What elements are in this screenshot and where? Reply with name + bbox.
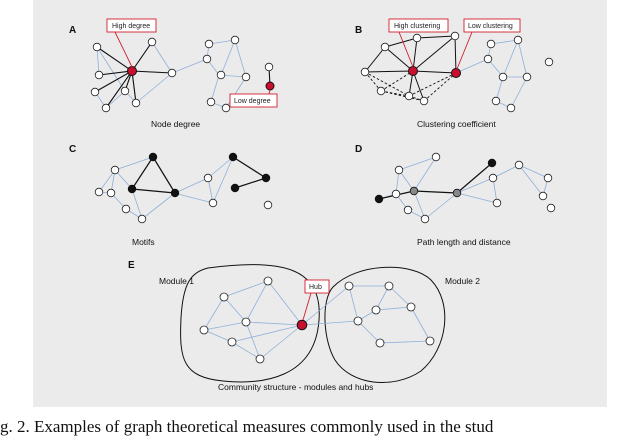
graph-strong-edges	[94, 41, 271, 109]
annotation-hub: Hub	[302, 279, 330, 321]
graph-edges	[203, 280, 431, 360]
hub-node	[296, 319, 308, 331]
graph-dashed-edges	[364, 70, 457, 102]
motif-nodes	[127, 152, 271, 198]
panel-letter: E	[128, 260, 135, 271]
module-1-label: Module 1	[159, 276, 194, 286]
annotation-high-degree: High degree	[106, 18, 157, 68]
high-degree-node	[127, 66, 137, 76]
annotation-label: Hub	[309, 284, 322, 291]
annotation-high-clustering: High clustering	[388, 18, 449, 68]
panel-b: B High clustering Low clustering	[355, 18, 554, 129]
path-nodes	[374, 158, 497, 204]
low-degree-node	[265, 81, 275, 91]
module-2-label: Module 2	[445, 276, 480, 286]
graph-strong-edges	[131, 156, 267, 194]
annotation-low-degree: Low degree	[229, 89, 278, 108]
panel-letter: C	[69, 144, 76, 155]
annotation-label: High clustering	[394, 23, 440, 30]
high-clustering-node	[408, 66, 418, 76]
panel-e: E Module 1 Module 2 Hub Community struct…	[128, 260, 480, 392]
low-clustering-node	[451, 68, 461, 78]
panel-caption: Path length and distance	[417, 237, 511, 247]
panel-caption: Motifs	[132, 237, 155, 247]
panel-caption: Node degree	[151, 119, 200, 129]
annotation-label: Low degree	[234, 98, 271, 105]
graph-nodes	[94, 165, 273, 224]
figure-caption: g. 2. Examples of graph theoretical meas…	[0, 417, 494, 436]
graph-nodes	[90, 35, 274, 113]
graph-nodes	[199, 276, 435, 364]
figure-panel: A High degree Low degree Node degree	[33, 0, 607, 407]
graph-edges	[455, 39, 550, 109]
annotation-low-clustering: Low clustering	[456, 18, 521, 70]
panel-caption: Clustering coefficient	[417, 119, 496, 129]
panel-a: A High degree Low degree Node degree	[69, 18, 278, 129]
annotation-label: Low clustering	[468, 23, 513, 30]
graph-nodes	[360, 31, 554, 113]
graph-strong-edges	[364, 35, 457, 102]
module-2-outline	[324, 266, 446, 383]
panel-letter: B	[355, 25, 362, 36]
panel-letter: A	[69, 25, 76, 36]
figure-svg: A High degree Low degree Node degree	[69, 18, 556, 392]
graph-edges	[98, 156, 234, 220]
annotation-label: High degree	[112, 23, 150, 30]
panel-c: C Motifs	[69, 144, 273, 247]
panel-caption: Community structure - modules and hubs	[218, 382, 373, 392]
graph-nodes	[391, 152, 556, 224]
panel-letter: D	[355, 144, 362, 155]
panel-d: D Path length and distance	[355, 144, 556, 247]
module-1-outline	[180, 264, 320, 383]
